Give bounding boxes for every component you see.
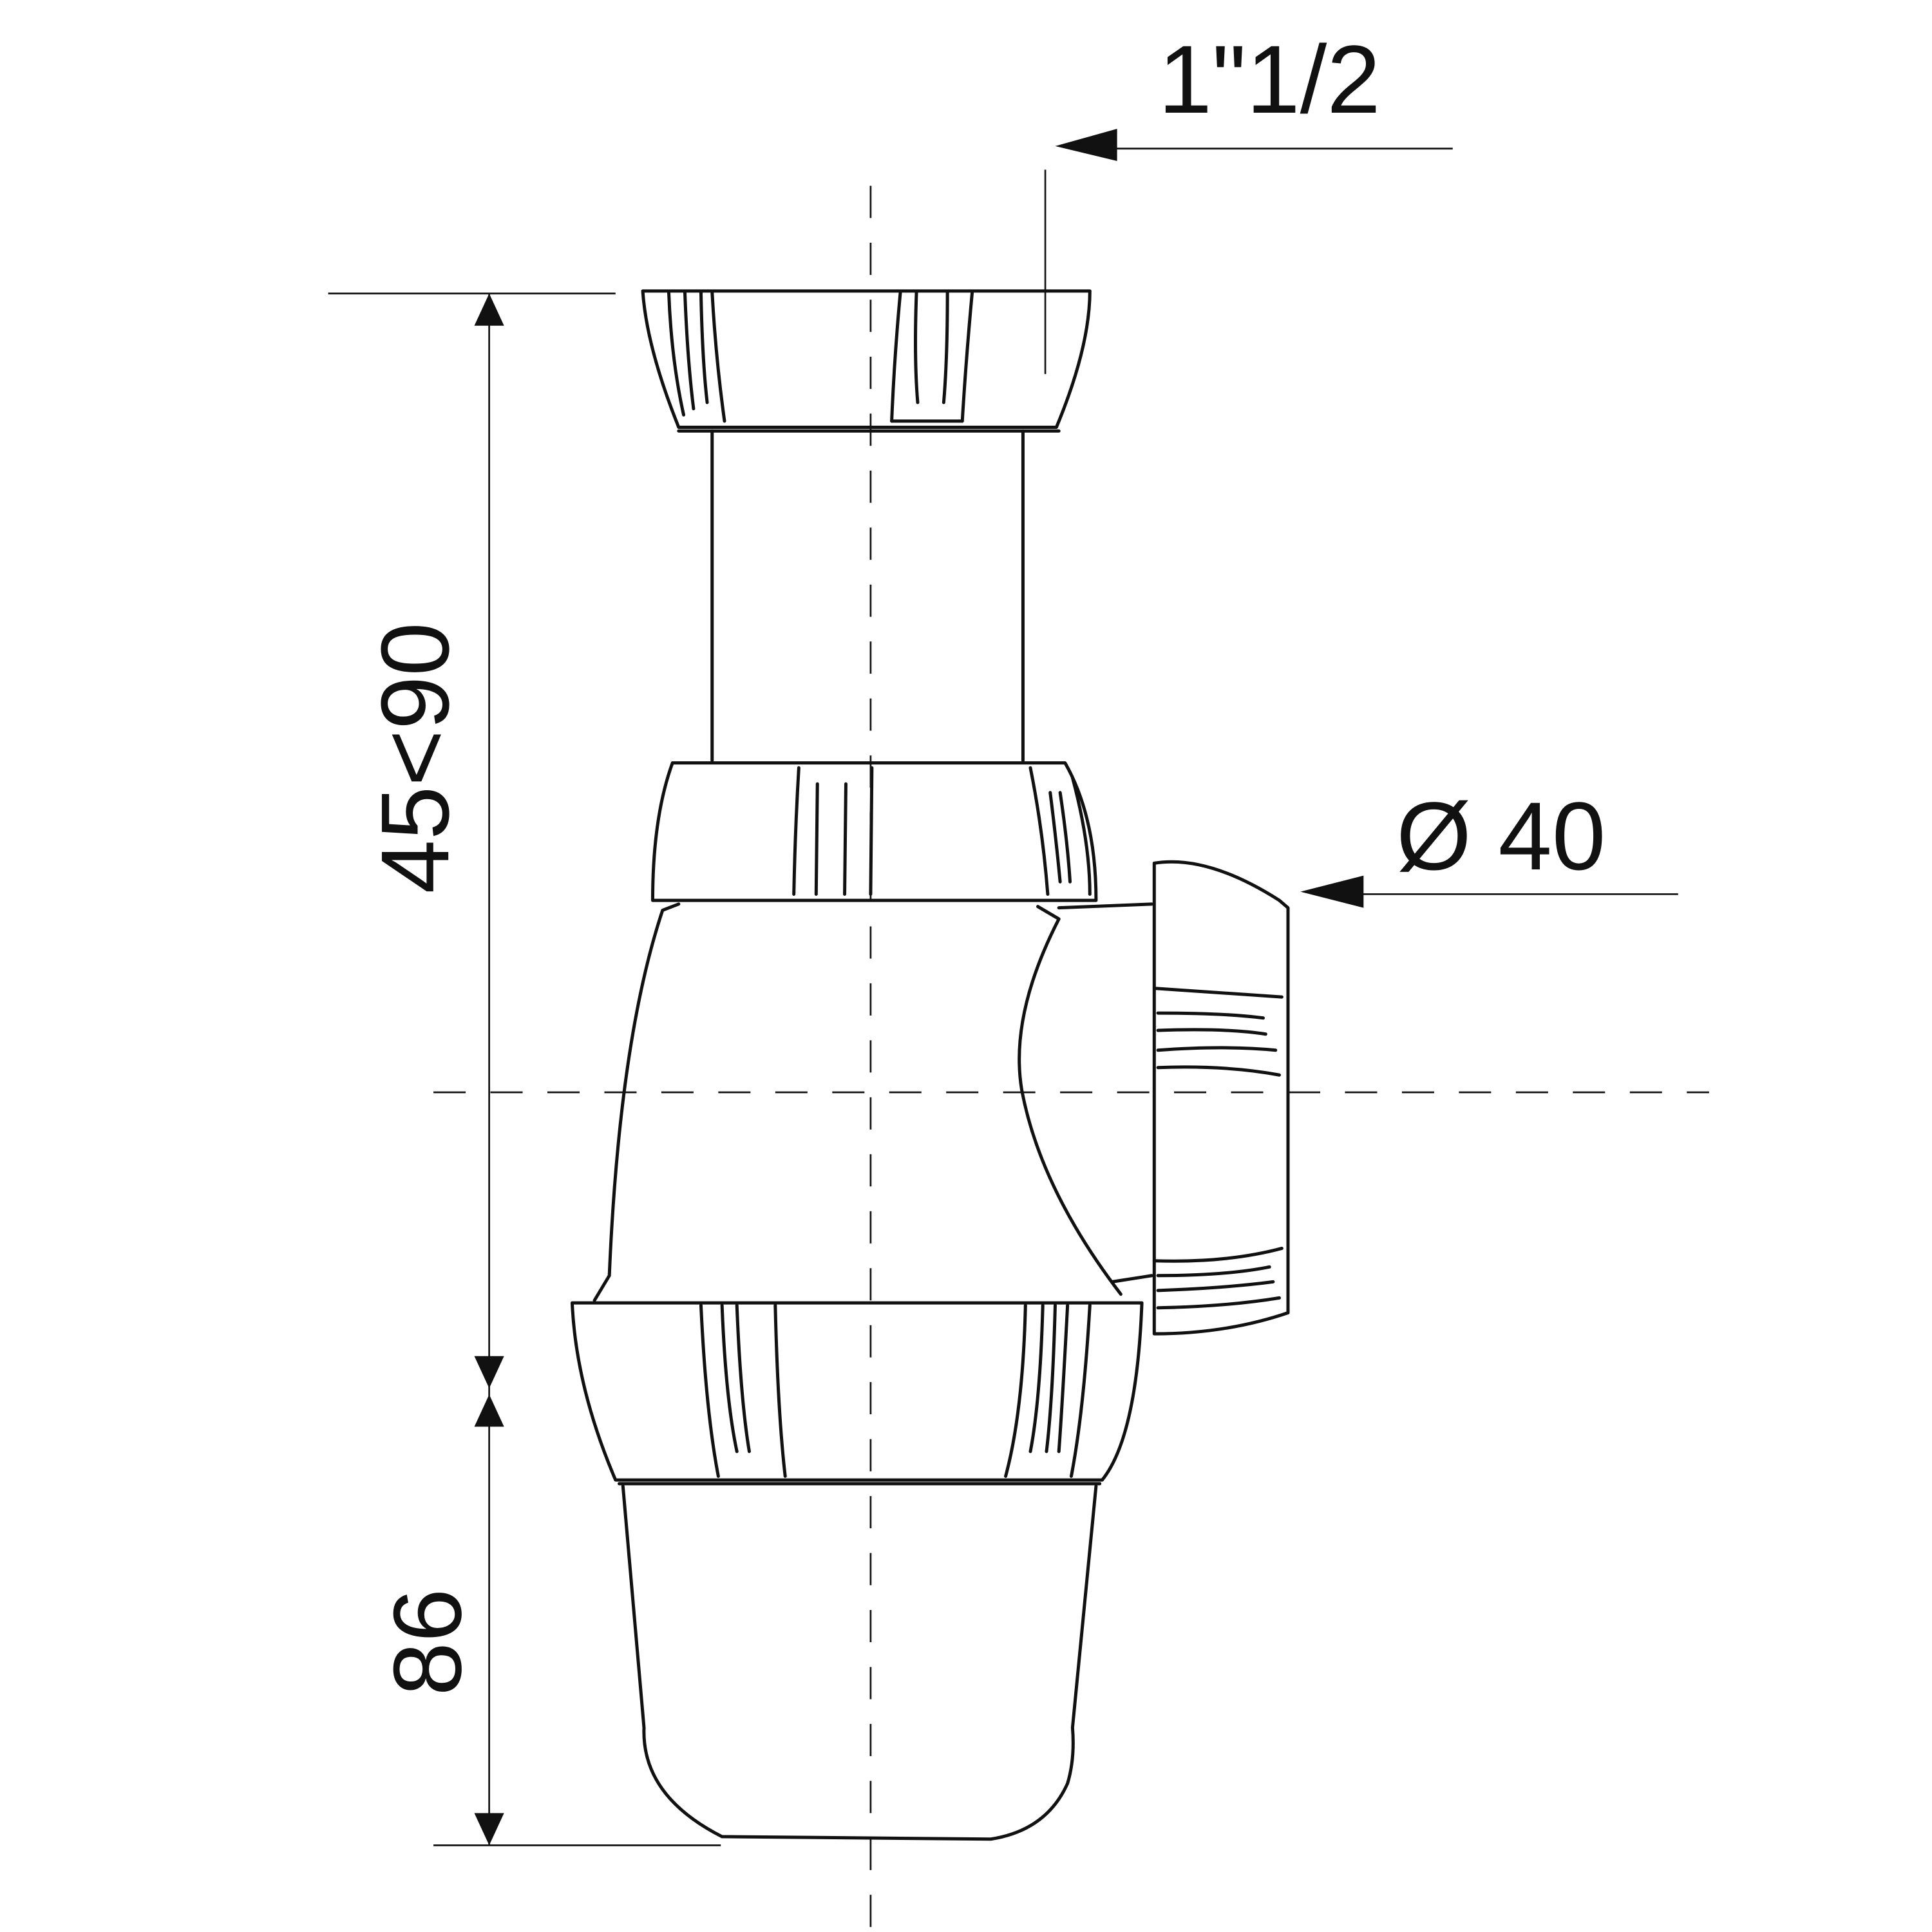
- inlet-thread-label: 1"1/2: [1159, 25, 1381, 133]
- arrow-down-icon: [474, 1813, 504, 1846]
- outlet-diameter-label: Ø 40: [1396, 782, 1605, 890]
- arrow-down-icon: [474, 1356, 504, 1388]
- outlet-dimension: Ø 40: [1300, 782, 1678, 908]
- cup-height-label: 86: [373, 1589, 481, 1696]
- height-range-label: 45<90: [361, 622, 469, 893]
- middle-nut: [650, 761, 1098, 902]
- trap-body: [592, 902, 1153, 1302]
- bottom-nut: [570, 1301, 1144, 1486]
- arrow-up-icon: [474, 293, 504, 326]
- inlet-dimension: 1"1/2: [1044, 25, 1453, 374]
- arrow-left-icon: [1300, 875, 1364, 908]
- trap-cup: [621, 1484, 1098, 1841]
- outlet-nut: [1152, 860, 1290, 1336]
- height-dimension: 45<90 86: [328, 292, 721, 1846]
- arrow-up-icon: [474, 1394, 504, 1427]
- top-nut: [641, 289, 1092, 433]
- arrow-left-icon: [1055, 129, 1117, 161]
